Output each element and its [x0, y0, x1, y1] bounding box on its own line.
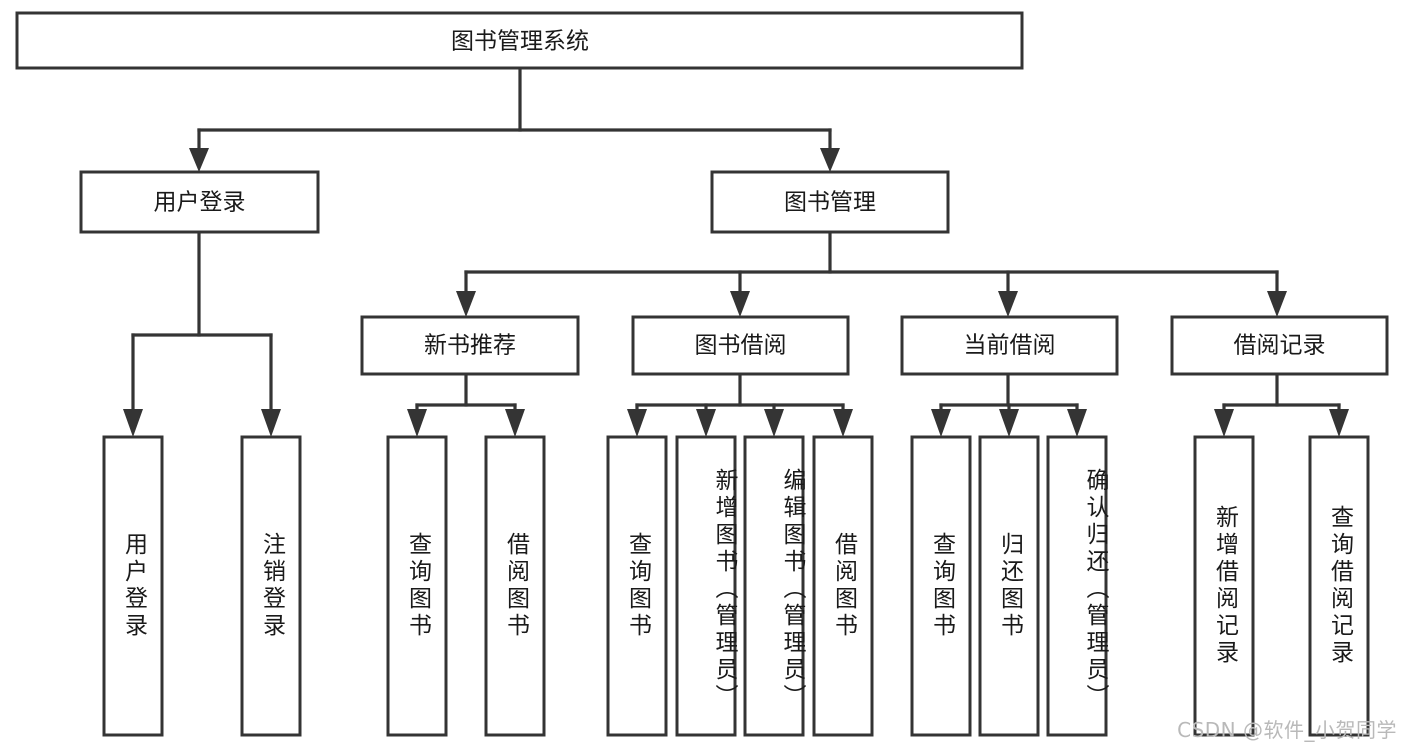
leaf-cb-confirm-return-admin[interactable] [1046, 435, 1108, 737]
leaf-logout[interactable] [240, 435, 302, 737]
arrow-to-bb-leaf-3 [764, 409, 784, 437]
leaf-bb-add-book-admin[interactable] [675, 435, 737, 737]
arrow-to-nbr-leaf-2 [505, 409, 525, 437]
arrow-to-cb-leaf-3 [1067, 409, 1087, 437]
node-current-borrow[interactable] [900, 315, 1119, 376]
leaf-nbr-borrow-book[interactable] [484, 435, 546, 737]
leaf-bb-query-book[interactable] [606, 435, 668, 737]
leaf-bb-edit-book-admin[interactable] [743, 435, 805, 737]
node-user-login-label: 用户登录 [154, 190, 246, 216]
node-borrow-record[interactable] [1170, 315, 1389, 376]
arrow-to-cb-leaf-1 [931, 409, 951, 437]
node-borrow-record-label: 借阅记录 [1234, 333, 1326, 359]
leaf-user-login[interactable] [102, 435, 164, 737]
arrow-to-new-book-recommend [456, 291, 476, 317]
arrow-to-borrow-record [1267, 291, 1287, 317]
arrow-to-nbr-leaf-1 [407, 409, 427, 437]
arrow-to-book-borrow [730, 291, 750, 317]
node-book-management-label: 图书管理 [784, 190, 876, 216]
arrow-to-bb-leaf-4 [833, 409, 853, 437]
arrow-to-book-mgmt [820, 148, 840, 172]
arrow-to-user-login [189, 148, 209, 172]
leaf-cb-return-book[interactable] [978, 435, 1040, 737]
arrow-to-bb-leaf-2 [696, 409, 716, 437]
csdn-watermark: CSDN @软件_小贺同学 [1177, 718, 1397, 742]
arrow-to-current-borrow [998, 291, 1018, 317]
connectors-layer [123, 66, 1349, 437]
arrow-to-leaf-logout [261, 409, 281, 437]
node-book-management[interactable] [710, 170, 950, 234]
node-new-book-recommend[interactable] [360, 315, 580, 376]
node-book-borrow-label: 图书借阅 [695, 333, 787, 359]
arrow-to-br-leaf-2 [1329, 409, 1349, 437]
leaf-br-add-record[interactable] [1193, 435, 1255, 737]
node-user-login[interactable] [79, 170, 320, 234]
leaf-br-query-record[interactable] [1308, 435, 1370, 737]
node-root-book-management-system[interactable] [15, 11, 1024, 70]
nodes-layer: 图书管理系统 用户登录 图书管理 新书推荐 图书借阅 当前借阅 借阅记录 [15, 11, 1389, 737]
node-book-borrow[interactable] [631, 315, 850, 376]
leaf-nbr-query-book[interactable] [386, 435, 448, 737]
arrow-to-leaf-user-login [123, 409, 143, 437]
node-root-label: 图书管理系统 [451, 29, 589, 55]
leaf-bb-borrow-book[interactable] [812, 435, 874, 737]
node-current-borrow-label: 当前借阅 [964, 333, 1056, 359]
arrow-to-br-leaf-1 [1214, 409, 1234, 437]
leaf-cb-query-book[interactable] [910, 435, 972, 737]
arrow-to-cb-leaf-2 [999, 409, 1019, 437]
node-new-book-recommend-label: 新书推荐 [424, 333, 516, 359]
arrow-to-bb-leaf-1 [627, 409, 647, 437]
